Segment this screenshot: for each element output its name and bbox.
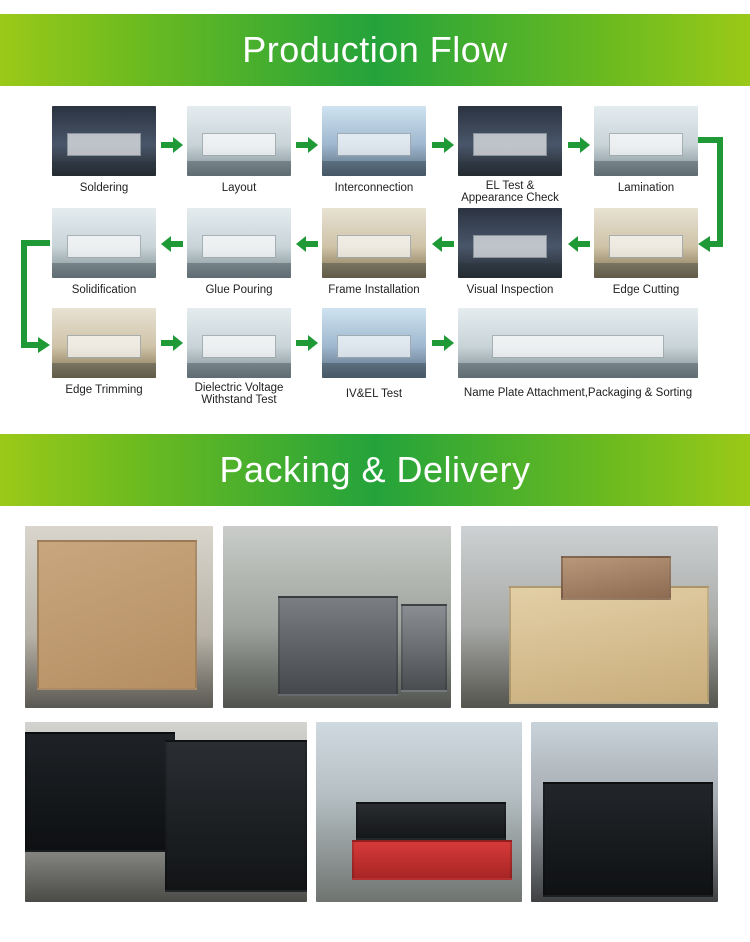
arrow-left-icon (161, 236, 183, 252)
step-visual-inspection: Visual Inspection (458, 208, 562, 296)
step-soldering: Soldering (52, 106, 156, 194)
arrow-right-icon (432, 335, 454, 351)
step-label-line1: Dielectric Voltage (194, 382, 284, 394)
step-label: IV&EL Test (345, 388, 403, 400)
elbow-connector-icon (698, 136, 728, 257)
step-label: Frame Installation (328, 284, 420, 296)
step-label-line1: EL Test & (485, 180, 535, 192)
step-iv-el-test: IV&EL Test (322, 308, 426, 400)
step-interconnection: Interconnection (322, 106, 426, 194)
step-label: Visual Inspection (466, 284, 554, 296)
name-plate-photo (458, 308, 698, 378)
step-edge-cutting: Edge Cutting (594, 208, 698, 296)
packing-photo-black-pallets (25, 722, 307, 902)
step-el-test: EL Test & Appearance Check (458, 106, 562, 204)
layout-photo (187, 106, 291, 176)
step-label: Interconnection (334, 182, 414, 194)
step-dielectric-test: Dielectric Voltage Withstand Test (187, 308, 291, 406)
step-label-line2: Appearance Check (461, 192, 559, 204)
packing-photo-warehouse (223, 526, 451, 708)
arrow-left-icon (432, 236, 454, 252)
iv-el-test-photo (322, 308, 426, 378)
arrow-right-icon (296, 335, 318, 351)
production-flow-title: Production Flow (242, 29, 508, 70)
arrow-right-icon (161, 335, 183, 351)
packing-photo-crate (25, 526, 213, 708)
step-frame-installation: Frame Installation (322, 208, 426, 296)
visual-inspection-photo (458, 208, 562, 278)
arrow-right-icon (161, 137, 183, 153)
arrow-left-icon (296, 236, 318, 252)
step-label: Solidification (71, 284, 137, 296)
elbow-connector-icon (18, 239, 52, 360)
step-label-line2: Withstand Test (201, 394, 277, 406)
packing-photo-wooden-crates (461, 526, 718, 708)
packing-photo-stacked-pallets (531, 722, 718, 902)
dielectric-test-photo (187, 308, 291, 378)
step-label: Edge Cutting (612, 284, 680, 296)
lamination-photo (594, 106, 698, 176)
arrow-left-icon (568, 236, 590, 252)
edge-trimming-photo (52, 308, 156, 378)
step-label: Lamination (617, 182, 675, 194)
step-label: Edge Trimming (65, 384, 143, 396)
glue-pouring-photo (187, 208, 291, 278)
production-flow-banner: Production Flow (0, 14, 750, 86)
arrow-right-icon (432, 137, 454, 153)
soldering-photo (52, 106, 156, 176)
step-lamination: Lamination (594, 106, 698, 194)
solidification-photo (52, 208, 156, 278)
edge-cutting-photo (594, 208, 698, 278)
packing-photo-truck-loading (316, 722, 522, 902)
step-label: EL Test & Appearance Check (440, 180, 580, 204)
packing-delivery-title: Packing & Delivery (219, 449, 531, 490)
frame-installation-photo (322, 208, 426, 278)
step-label: Name Plate Attachment,Packaging & Sortin… (463, 387, 693, 399)
arrow-right-icon (296, 137, 318, 153)
step-glue-pouring: Glue Pouring (187, 208, 291, 296)
el-test-photo (458, 106, 562, 176)
step-solidification: Solidification (52, 208, 156, 296)
arrow-right-icon (568, 137, 590, 153)
interconnection-photo (322, 106, 426, 176)
packing-delivery-banner: Packing & Delivery (0, 434, 750, 506)
step-edge-trimming: Edge Trimming (52, 308, 156, 396)
step-label: Dielectric Voltage Withstand Test (169, 382, 309, 406)
step-label: Glue Pouring (205, 284, 273, 296)
step-label: Layout (221, 182, 257, 194)
step-layout: Layout (187, 106, 291, 194)
step-label: Soldering (79, 182, 129, 194)
step-name-plate: Name Plate Attachment,Packaging & Sortin… (458, 308, 698, 399)
